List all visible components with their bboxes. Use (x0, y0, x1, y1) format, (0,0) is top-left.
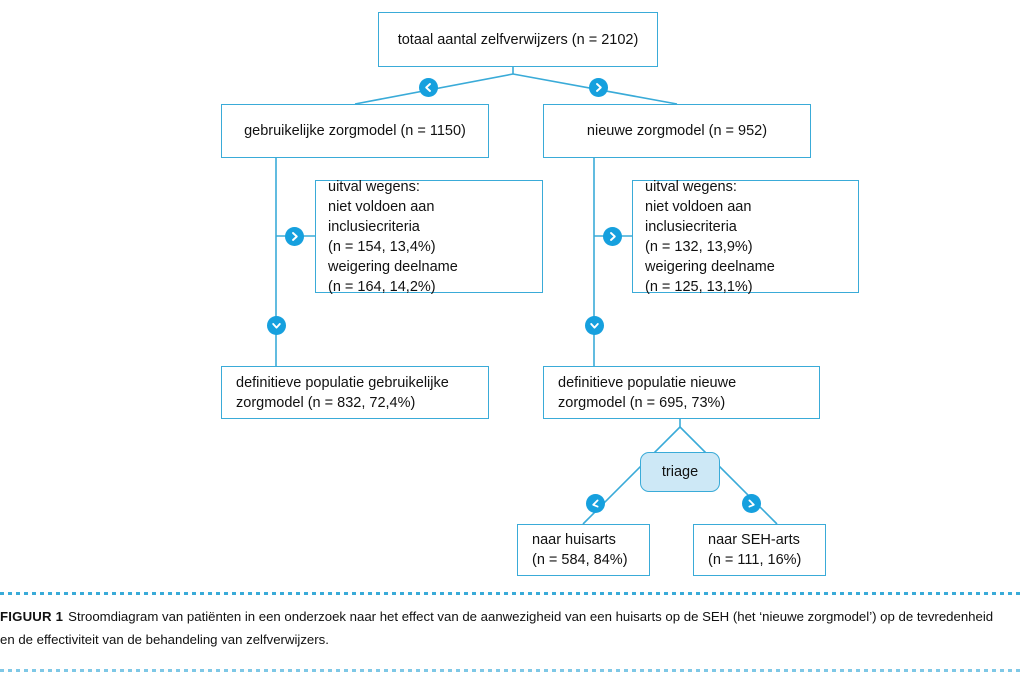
node-to-emergency-physician: naar SEH-arts (n = 111, 16%) (693, 524, 826, 576)
node-usual-care-label: gebruikelijke zorgmodel (n = 1150) (244, 123, 466, 139)
node-final-population-new: definitieve populatie nieuwe zorgmodel (… (543, 366, 820, 419)
chevron-right-icon (285, 227, 304, 246)
node-new-care-label: nieuwe zorgmodel (n = 952) (586, 123, 768, 139)
caption-label: FIGUUR 1 (0, 609, 64, 624)
node-dropout-usual-care: uitval wegens: niet voldoen aan inclusie… (315, 179, 543, 295)
divider-bottom (0, 669, 1024, 672)
chevron-left-icon (419, 78, 438, 97)
node-to-gp-label: naar huisarts (n = 584, 84%) (532, 532, 628, 568)
divider-top (0, 592, 1024, 595)
flowchart-diagram: totaal aantal zelfverwijzers (n = 2102) … (221, 12, 859, 576)
node-final-new-label: definitieve populatie nieuwe zorgmodel (… (558, 374, 737, 411)
chevron-down-left-icon (586, 494, 605, 513)
node-total-label: totaal aantal zelfverwijzers (n = 2102) (397, 31, 639, 48)
node-final-population-usual: definitieve populatie gebruikelijke zorg… (221, 366, 489, 419)
chevron-down-icon (585, 316, 604, 335)
node-dropout-new-label: uitval wegens: niet voldoen aan inclusie… (645, 178, 775, 295)
chevron-down-right-icon (742, 494, 761, 513)
node-triage: triage (640, 452, 720, 492)
chevron-down-icon (267, 316, 286, 335)
node-total-self-referrals: totaal aantal zelfverwijzers (n = 2102) (378, 12, 658, 67)
node-final-usual-label: definitieve populatie gebruikelijke zorg… (236, 374, 449, 411)
node-triage-label: triage (661, 464, 699, 480)
node-new-care-model: nieuwe zorgmodel (n = 952) (543, 104, 811, 158)
node-usual-care-model: gebruikelijke zorgmodel (n = 1150) (221, 104, 489, 158)
chevron-right-icon (603, 227, 622, 246)
node-to-ed-label: naar SEH-arts (n = 111, 16%) (708, 532, 802, 568)
node-dropout-new-care: uitval wegens: niet voldoen aan inclusie… (632, 179, 859, 295)
chevron-right-icon (589, 78, 608, 97)
node-to-general-practitioner: naar huisarts (n = 584, 84%) (517, 524, 650, 576)
caption-text: Stroomdiagram van patiënten in een onder… (0, 609, 994, 647)
node-dropout-usual-label: uitval wegens: niet voldoen aan inclusie… (328, 178, 458, 295)
